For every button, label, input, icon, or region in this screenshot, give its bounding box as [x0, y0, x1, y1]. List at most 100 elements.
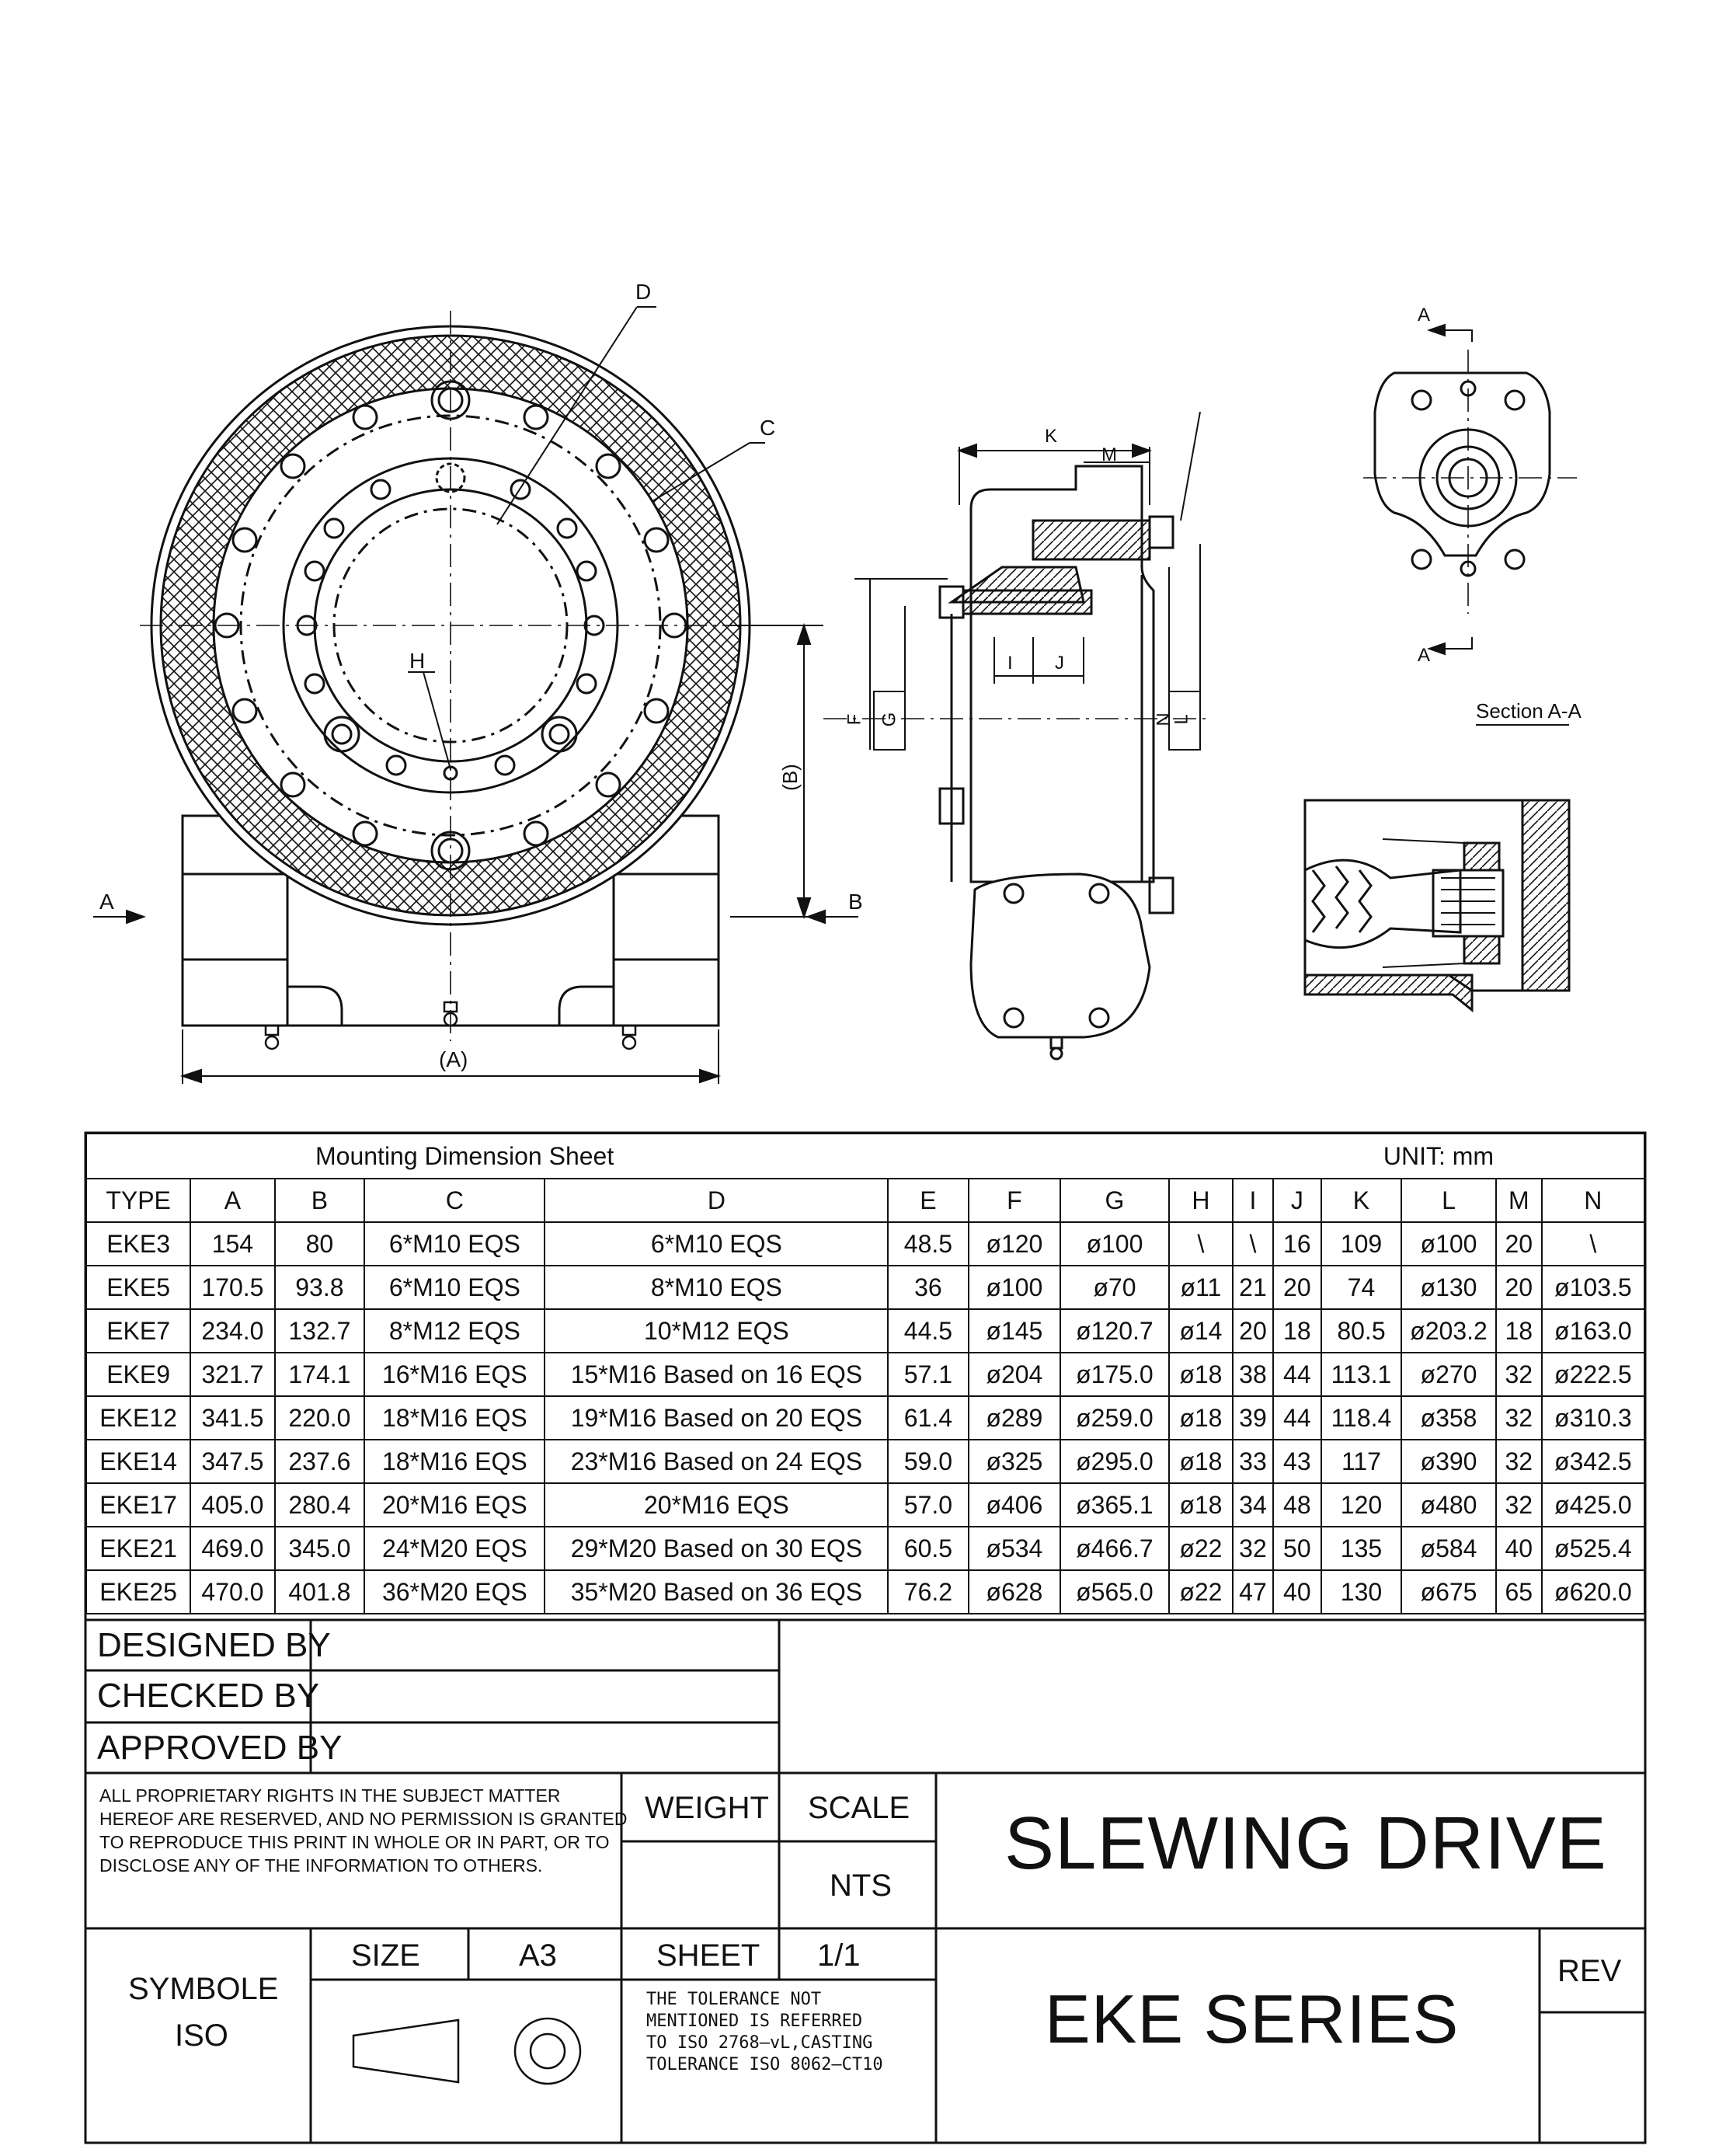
- dimension-cell: 59.0: [887, 1439, 969, 1484]
- col-header: C: [364, 1178, 546, 1223]
- type-cell: EKE7: [85, 1308, 192, 1353]
- col-header: F: [967, 1178, 1062, 1223]
- dimension-cell: 44: [1272, 1352, 1322, 1397]
- dimension-cell: \: [1540, 1221, 1646, 1266]
- col-header: B: [273, 1178, 366, 1223]
- weight-label: WEIGHT: [645, 1791, 769, 1825]
- dimension-cell: 347.5: [190, 1439, 276, 1484]
- dimension-cell: 174.1: [273, 1352, 366, 1397]
- col-header: E: [887, 1178, 969, 1223]
- dimension-cell: 321.7: [190, 1352, 276, 1397]
- dimension-cell: 170.5: [190, 1265, 276, 1310]
- dimension-cell: 118.4: [1320, 1395, 1403, 1440]
- dimension-cell: ø480: [1401, 1482, 1497, 1527]
- dimension-cell: ø103.5: [1540, 1265, 1646, 1310]
- dimension-cell: 10*M12 EQS: [544, 1308, 889, 1353]
- dimension-cell: ø525.4: [1540, 1526, 1646, 1571]
- dimension-cell: 135: [1320, 1526, 1403, 1571]
- dimension-cell: ø628: [967, 1569, 1062, 1614]
- col-header: M: [1495, 1178, 1543, 1223]
- dimension-cell: 35*M20 Based on 36 EQS: [544, 1569, 889, 1614]
- dimension-cell: 469.0: [190, 1526, 276, 1571]
- dimension-cell: 32: [1495, 1352, 1543, 1397]
- dimension-cell: ø70: [1060, 1265, 1170, 1310]
- sheet-value: 1/1: [817, 1938, 861, 1973]
- dimension-cell: 74: [1320, 1265, 1403, 1310]
- dimension-cell: ø295.0: [1060, 1439, 1170, 1484]
- label-b-dim: (B): [778, 764, 802, 791]
- dimension-cell: ø100: [1060, 1221, 1170, 1266]
- label-section-a-bottom: A: [1418, 645, 1431, 666]
- type-cell: EKE12: [85, 1395, 192, 1440]
- type-cell: EKE14: [85, 1439, 192, 1484]
- dimension-cell: 34: [1232, 1482, 1274, 1527]
- label-c: C: [760, 416, 776, 440]
- dimension-cell: 341.5: [190, 1395, 276, 1440]
- technical-drawings: [93, 306, 1577, 1084]
- dimension-cell: ø466.7: [1060, 1526, 1170, 1571]
- dimension-cell: 18*M16 EQS: [364, 1439, 546, 1484]
- dimension-cell: 32: [1495, 1482, 1543, 1527]
- dimension-cell: ø22: [1167, 1526, 1234, 1571]
- dimension-cell: 20: [1232, 1308, 1274, 1353]
- dimension-cell: \: [1232, 1221, 1274, 1266]
- product-title: SLEWING DRIVE: [1004, 1802, 1607, 1885]
- dimension-cell: 44.5: [887, 1308, 969, 1353]
- label-b-arrow: B: [848, 890, 863, 914]
- dimension-cell: \: [1167, 1221, 1234, 1266]
- dimension-cell: ø289: [967, 1395, 1062, 1440]
- col-header: I: [1232, 1178, 1274, 1223]
- dimension-cell: 120: [1320, 1482, 1403, 1527]
- dimension-cell: ø534: [967, 1526, 1062, 1571]
- type-cell: EKE25: [85, 1569, 192, 1614]
- worm-section-view: [1303, 799, 1571, 1013]
- dimension-cell: 23*M16 Based on 24 EQS: [544, 1439, 889, 1484]
- dimension-cell: 16: [1272, 1221, 1322, 1266]
- label-h: H: [409, 649, 426, 673]
- rights-notice: ALL PROPRIETARY RIGHTS IN THE SUBJECT MA…: [99, 1785, 628, 1876]
- label-i: I: [1007, 653, 1013, 674]
- dimension-cell: ø120: [967, 1221, 1062, 1266]
- dimension-cell: ø310.3: [1540, 1395, 1646, 1440]
- dimension-cell: 234.0: [190, 1308, 276, 1353]
- dimension-cell: 36: [887, 1265, 969, 1310]
- dimension-cell: 29*M20 Based on 30 EQS: [544, 1526, 889, 1571]
- size-value: A3: [519, 1938, 557, 1973]
- col-header: D: [544, 1178, 889, 1223]
- dimension-cell: 18: [1272, 1308, 1322, 1353]
- col-header: N: [1540, 1178, 1646, 1223]
- dimension-cell: 19*M16 Based on 20 EQS: [544, 1395, 889, 1440]
- dimension-cell: 6*M10 EQS: [364, 1265, 546, 1310]
- dimension-cell: ø406: [967, 1482, 1062, 1527]
- dimension-cell: 130: [1320, 1569, 1403, 1614]
- dimension-cell: 20*M16 EQS: [544, 1482, 889, 1527]
- table-unit: UNIT: mm: [1321, 1133, 1646, 1179]
- dimension-cell: ø270: [1401, 1352, 1497, 1397]
- label-a-arrow: A: [99, 890, 114, 914]
- series-title: EKE SERIES: [1045, 1980, 1460, 2057]
- dimension-cell: 20*M16 EQS: [364, 1482, 546, 1527]
- dimension-cell: ø100: [1401, 1221, 1497, 1266]
- type-cell: EKE5: [85, 1265, 192, 1310]
- dimension-cell: ø18: [1167, 1439, 1234, 1484]
- dimension-cell: 6*M10 EQS: [364, 1221, 546, 1266]
- dimension-cell: 20: [1272, 1265, 1322, 1310]
- dimension-cell: 280.4: [273, 1482, 366, 1527]
- dimension-cell: 132.7: [273, 1308, 366, 1353]
- dimension-cell: ø222.5: [1540, 1352, 1646, 1397]
- dimension-cell: ø18: [1167, 1352, 1234, 1397]
- table-title: Mounting Dimension Sheet: [85, 1133, 1321, 1179]
- mounting-dimension-table: Mounting Dimension Sheet UNIT: mm TYPE A…: [85, 1133, 1646, 1614]
- dimension-cell: 117: [1320, 1439, 1403, 1484]
- dimension-cell: ø130: [1401, 1265, 1497, 1310]
- type-cell: EKE17: [85, 1482, 192, 1527]
- dimension-cell: ø390: [1401, 1439, 1497, 1484]
- dimension-cell: 44: [1272, 1395, 1322, 1440]
- col-header: J: [1272, 1178, 1322, 1223]
- section-aa-title: Section A-A: [1476, 699, 1582, 723]
- dimension-cell: ø565.0: [1060, 1569, 1170, 1614]
